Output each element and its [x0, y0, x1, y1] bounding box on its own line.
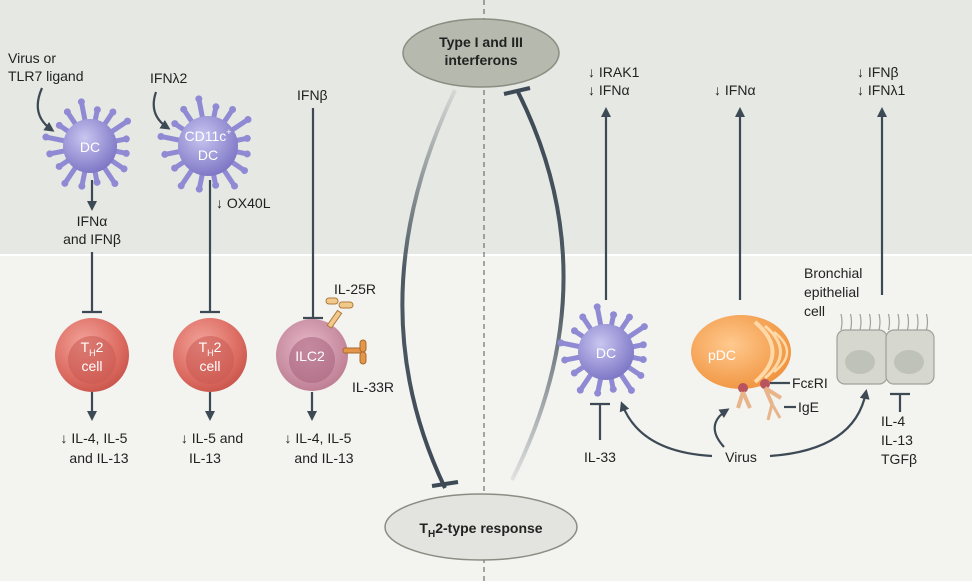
ifna-ifnb-line2: and IFNβ [63, 231, 121, 247]
right-arc-bar [503, 86, 531, 96]
left-arc-bar [431, 480, 459, 488]
ifna-right-label: ↓ IFNα [714, 82, 756, 98]
virus-to-pdc-arrow [713, 408, 730, 448]
il33r-label: IL-33R [352, 379, 394, 395]
virus-to-dc-arrow [36, 87, 55, 132]
output2-line2: IL-13 [189, 450, 221, 466]
plasmacytoid-dc: pDC [691, 315, 791, 389]
dendritic-cell-1 [42, 98, 132, 190]
ifnb-label-line2: ↓ IFNλ1 [857, 82, 905, 98]
il25r-receptor [325, 297, 354, 329]
th2-cell-1-line2: cell [81, 358, 102, 374]
pdc-label: pDC [708, 347, 736, 363]
th2-cell-2-line2: cell [199, 358, 220, 374]
irak1-label-line1: ↓ IRAK1 [588, 64, 640, 80]
virus-tlr7-label-line2: TLR7 ligand [8, 68, 84, 84]
irak1-label-line2: ↓ IFNα [588, 82, 630, 98]
right-inhibition-arc [510, 91, 566, 481]
ilc2-cell: ILC2 [276, 319, 348, 391]
bronchial-epithelial-cells [836, 313, 935, 385]
virus-label-right: Virus [725, 449, 757, 465]
output3-line2: and IL-13 [294, 450, 353, 466]
th2-cell-2: TH2 cell [173, 318, 247, 392]
ifnb-label-line1: ↓ IFNβ [857, 64, 899, 80]
il33-label: IL-33 [584, 449, 616, 465]
th2-type-response-node: TH2-type response [384, 493, 578, 561]
ifn-lambda2-arrow [152, 91, 171, 130]
il25r-label: IL-25R [334, 281, 376, 297]
cytokine-line3: TGFβ [881, 451, 917, 467]
virus-to-epithelial-arrow [769, 389, 870, 458]
cd11c-label-line2: DC [198, 147, 218, 163]
top-node-line2: interferons [444, 52, 517, 68]
top-node-line1: Type I and III [439, 34, 523, 50]
dc1-label: DC [80, 139, 100, 155]
cd11c-label-line1: CD11c+ [184, 127, 231, 144]
bronchial-label-line3: cell [804, 303, 825, 319]
type-i-iii-interferons-node: Type I and III interferons [402, 18, 560, 88]
il33r-receptor [342, 339, 367, 365]
th2-cell-2-line1: TH2 [199, 339, 222, 358]
output1-line2: and IL-13 [69, 450, 128, 466]
bottom-node-label: TH2-type response [419, 520, 542, 540]
output2-line1: ↓ IL-5 and [181, 430, 243, 446]
ilc2-label: ILC2 [295, 348, 325, 364]
ige-label: IgE [798, 399, 819, 415]
bronchial-label-line2: epithelial [804, 284, 859, 300]
fceri-receptors [736, 379, 783, 421]
fceri-label: FcεRI [792, 375, 828, 391]
cd11c-dendritic-cell [157, 95, 252, 193]
ifna-ifnb-line1: IFNα [77, 213, 108, 229]
virus-tlr7-label-line1: Virus or [8, 50, 56, 66]
ox40l-label: ↓ OX40L [216, 195, 271, 211]
th2-cell-1-line1: TH2 [81, 339, 104, 358]
cytokine-line2: IL-13 [881, 432, 913, 448]
bronchial-label-line1: Bronchial [804, 265, 862, 281]
cytokine-line1: IL-4 [881, 413, 905, 429]
output3-line1: ↓ IL-4, IL-5 [285, 430, 352, 446]
output1-line1: ↓ IL-4, IL-5 [61, 430, 128, 446]
th2-cell-1: TH2 cell [55, 318, 129, 392]
dendritic-cell-right [557, 303, 648, 397]
left-inhibition-arc [400, 89, 457, 489]
ifn-lambda2-label: IFNλ2 [150, 70, 188, 86]
virus-to-dc-arrow-right [619, 401, 713, 458]
ifn-beta-label: IFNβ [297, 87, 328, 103]
dc-right-label: DC [596, 345, 616, 361]
